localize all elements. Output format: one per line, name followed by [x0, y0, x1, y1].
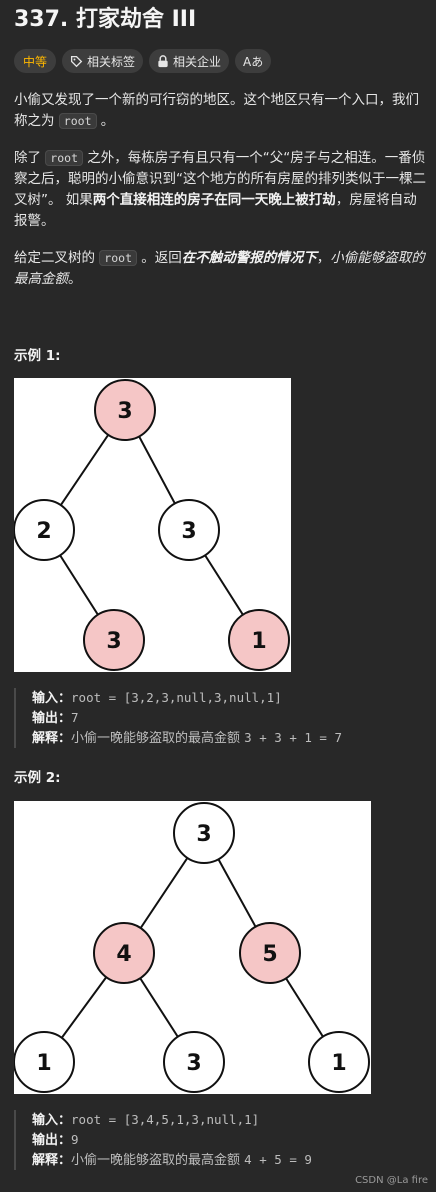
desc-text: 给定二叉树的	[14, 250, 95, 266]
difficulty-label: 中等	[23, 54, 48, 69]
example-2-tree-image: 3 4 5 1 3 1	[14, 801, 371, 1094]
svg-text:1: 1	[331, 1051, 346, 1076]
output-value: 7	[71, 710, 79, 725]
explanation-label: 解释：	[32, 731, 72, 746]
svg-text:3: 3	[106, 629, 121, 654]
desc-text: 小偷又发现了一个新的可行窃的地区。这个地区只有一个入口，我们称之为	[14, 92, 419, 129]
desc-text: 。	[100, 113, 115, 129]
example-2-io-block: 输入：root = [3,4,5,1,3,null,1] 输出：9 解释：小偷一…	[14, 1110, 312, 1170]
input-label: 输入：	[32, 1113, 72, 1128]
related-companies-label: 相关企业	[173, 54, 222, 69]
desc-text: 除了	[14, 150, 41, 166]
inline-code: root	[58, 113, 97, 129]
tag-icon	[70, 55, 83, 68]
inline-code: root	[99, 250, 137, 266]
tree-node: 5	[239, 922, 301, 984]
description-paragraph-3: 给定二叉树的 root 。返回在不触动警报的情况下，小偷能够盗取的最高金额。	[14, 248, 426, 290]
desc-text: 之外，每栋房子有且只有一个“父“房子与之相连。一番侦察之后，聪明的小偷意识到“这…	[14, 150, 426, 208]
tree-node: 4	[93, 922, 155, 984]
lock-icon	[157, 54, 169, 68]
bold-italic-text: 在不触动警报的情况下	[181, 250, 317, 266]
input-label: 输入：	[32, 691, 72, 706]
related-companies-button[interactable]: 相关企业	[149, 49, 230, 73]
explanation-expr: 4 + 5 = 9	[244, 1152, 312, 1167]
tag-bar: 中等 相关标签 相关企业 Aあ	[14, 49, 272, 73]
description-paragraph-2: 除了 root 之外，每栋房子有且只有一个“父“房子与之相连。一番侦察之后，聪明…	[14, 148, 426, 232]
description-paragraph-1: 小偷又发现了一个新的可行窃的地区。这个地区只有一个入口，我们称之为 root 。	[14, 90, 426, 132]
explanation-text: 小偷一晚能够盗取的最高金额	[71, 731, 241, 746]
tree-node: 1	[308, 1031, 370, 1093]
inline-code: root	[45, 150, 83, 166]
output-label: 输出：	[32, 1133, 72, 1148]
svg-text:3: 3	[117, 399, 132, 424]
example-1-tree-image: 3 2 3 3 1	[14, 378, 291, 672]
tree-node: 3	[158, 499, 220, 561]
svg-text:1: 1	[36, 1051, 51, 1076]
desc-text: ，	[316, 250, 331, 266]
explanation-text: 小偷一晚能够盗取的最高金额	[71, 1153, 241, 1168]
related-tags-button[interactable]: 相关标签	[62, 49, 144, 73]
output-value: 9	[71, 1132, 79, 1147]
tree-node: 1	[14, 1031, 75, 1093]
example-1-heading: 示例 1:	[14, 348, 61, 364]
input-value: root = [3,2,3,null,3,null,1]	[71, 690, 282, 705]
problem-title: 337. 打家劫舍 III	[14, 7, 197, 32]
explanation-label: 解释：	[32, 1153, 72, 1168]
desc-text: ，房屋将自动报警。	[14, 192, 417, 229]
italic-text: 小偷能够盗取的最高金额	[14, 250, 425, 287]
tree-node: 3	[83, 609, 145, 671]
svg-text:1: 1	[251, 629, 266, 654]
tree-node: 1	[228, 609, 290, 671]
desc-text: 。	[68, 271, 82, 287]
svg-text:4: 4	[116, 942, 131, 967]
bold-text: 两个直接相连的房子在同一天晚上被打劫	[92, 192, 336, 208]
translate-button[interactable]: Aあ	[235, 49, 272, 73]
input-value: root = [3,4,5,1,3,null,1]	[71, 1112, 260, 1127]
tree-node: 2	[14, 499, 75, 561]
svg-text:3: 3	[196, 822, 211, 847]
example-1-io-block: 输入：root = [3,2,3,null,3,null,1] 输出：7 解释：…	[14, 688, 342, 748]
tree-node: 3	[173, 802, 235, 864]
tree-node: 3	[94, 379, 156, 441]
related-tags-label: 相关标签	[87, 54, 136, 69]
difficulty-badge: 中等	[14, 49, 57, 73]
svg-text:3: 3	[186, 1051, 201, 1076]
svg-text:3: 3	[181, 519, 196, 544]
explanation-expr: 3 + 3 + 1 = 7	[244, 730, 343, 745]
desc-text: 。返回	[141, 250, 182, 266]
tree-node: 3	[163, 1031, 225, 1093]
example-2-heading: 示例 2:	[14, 770, 61, 786]
svg-text:5: 5	[262, 942, 277, 967]
svg-text:2: 2	[36, 519, 51, 544]
translate-icon: Aあ	[243, 54, 264, 69]
watermark: CSDN @La fire	[355, 1175, 428, 1186]
output-label: 输出：	[32, 711, 72, 726]
